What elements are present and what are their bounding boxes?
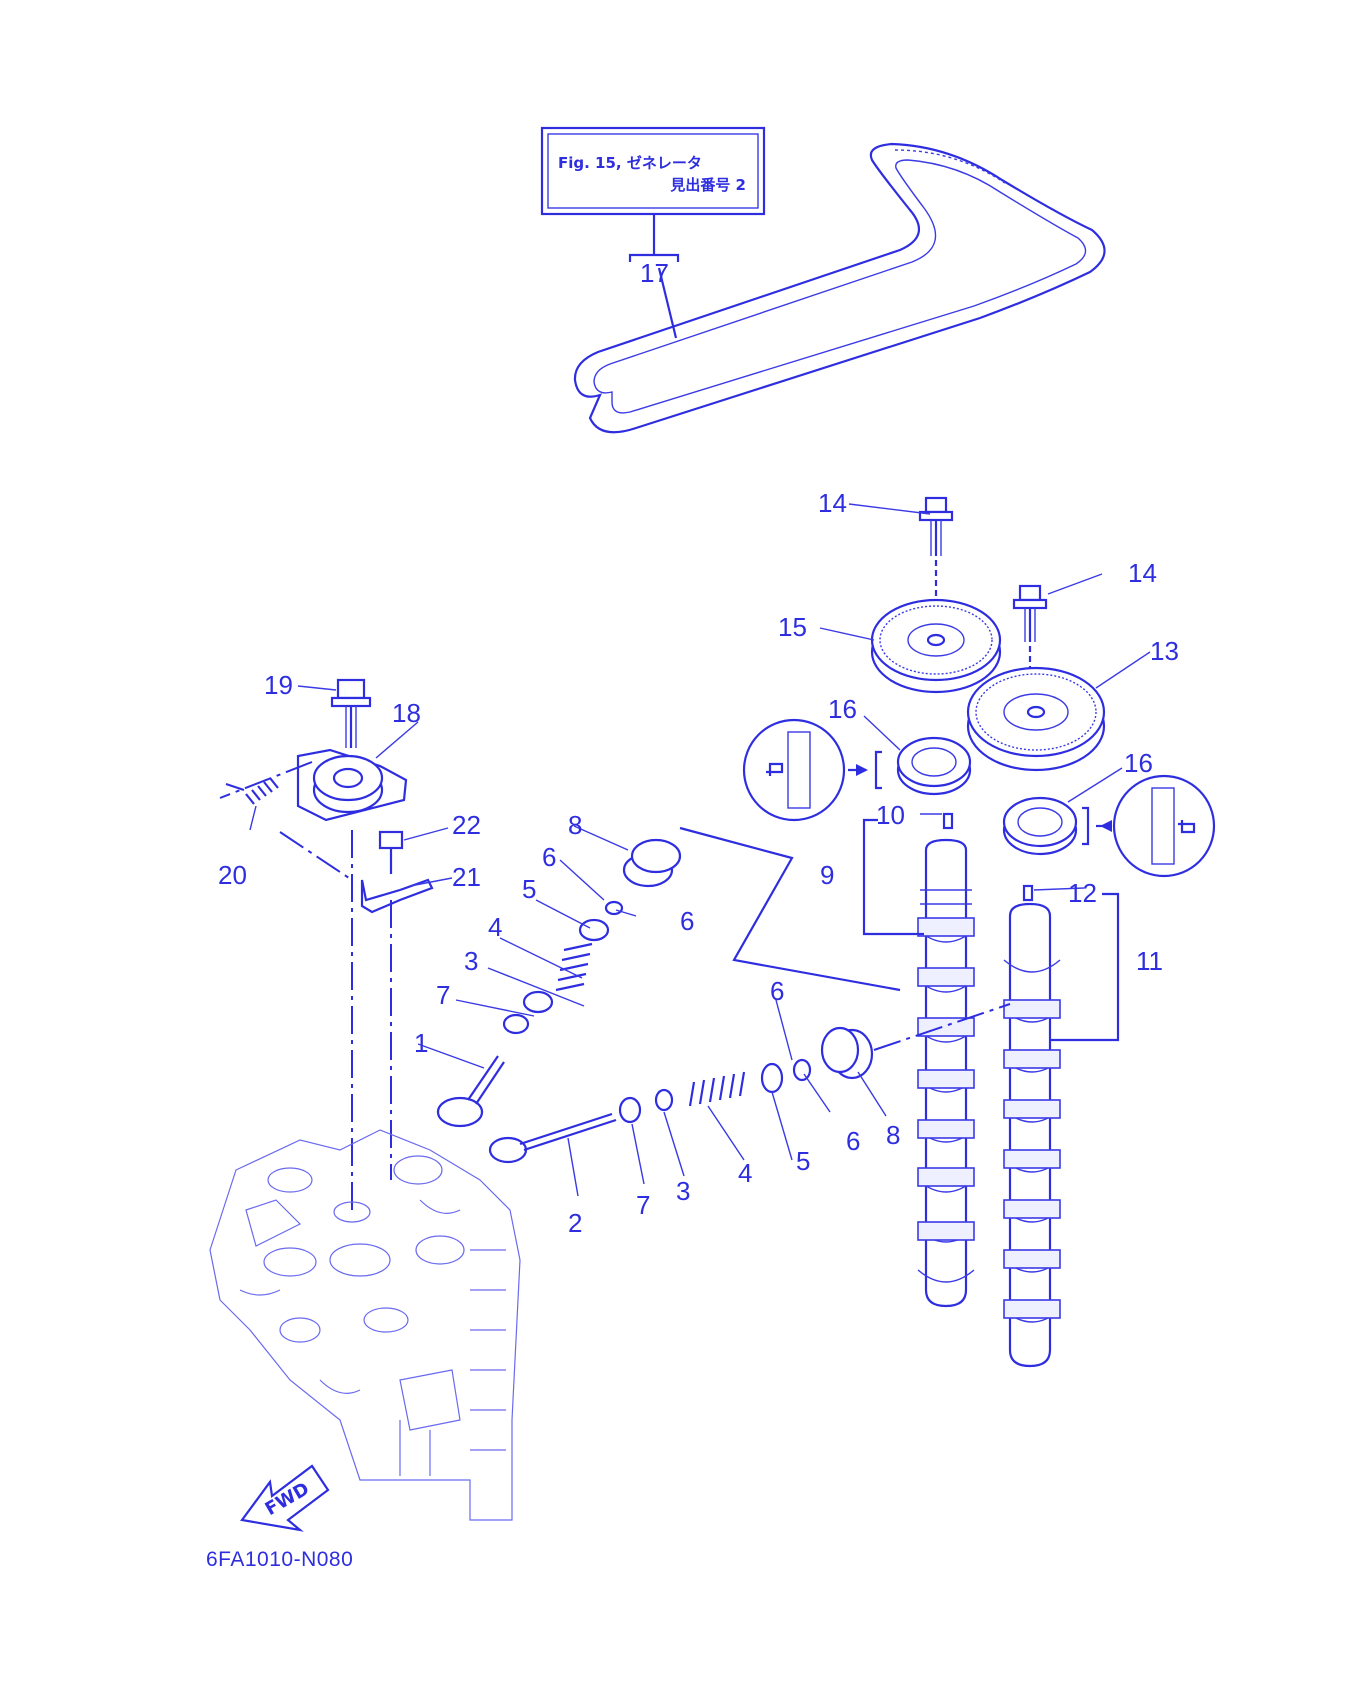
callout-10: 10 xyxy=(876,800,905,830)
callout-18: 18 xyxy=(392,698,421,728)
oil-seal-icon xyxy=(1002,796,1078,856)
callout-6: 6 xyxy=(680,906,694,936)
valve-icon xyxy=(436,1055,505,1128)
seal-detail-circle-right xyxy=(1082,774,1216,878)
fwd-arrow-icon: FWD xyxy=(240,1464,330,1532)
callout-19: 19 xyxy=(264,670,293,700)
tensioner-icon xyxy=(296,748,408,822)
valve-spring-icon xyxy=(688,1071,746,1107)
callout-4: 4 xyxy=(738,1158,752,1188)
valve-icon xyxy=(488,1112,617,1164)
reference-box: Fig. 15, ゼネレータ 見出番号 2 xyxy=(540,126,766,262)
callout-22: 22 xyxy=(452,810,481,840)
engine-block-icon xyxy=(209,1129,521,1521)
camshaft-icon xyxy=(917,812,975,1308)
tappet-icon xyxy=(820,1026,874,1080)
timing-belt-icon xyxy=(573,142,1106,434)
diagram-code: 6FA1010-N080 xyxy=(206,1548,353,1571)
callout-11: 11 xyxy=(1136,946,1163,976)
callout-3: 3 xyxy=(464,946,478,976)
callout-20: 20 xyxy=(218,860,247,890)
callout-8: 8 xyxy=(568,810,582,840)
bolt-icon xyxy=(378,830,404,874)
callout-2: 2 xyxy=(568,1208,582,1238)
callout-21: 21 xyxy=(452,862,481,892)
callout-5: 5 xyxy=(796,1146,810,1176)
reference-line-1: Fig. 15, ゼネレータ xyxy=(558,154,702,172)
bolt-icon xyxy=(918,496,954,556)
callout-6: 6 xyxy=(846,1126,860,1156)
callout-4: 4 xyxy=(488,912,502,942)
callout-labels: 1 2 3 3 4 4 5 5 6 6 6 6 7 7 8 8 9 10 11 … xyxy=(218,258,1179,1238)
callout-16: 16 xyxy=(1124,748,1153,778)
tension-spring-icon xyxy=(245,777,279,805)
callout-14: 14 xyxy=(1128,558,1157,588)
bolt-icon xyxy=(1012,584,1048,642)
camshaft-pulley-icon xyxy=(870,598,1002,694)
callout-9: 9 xyxy=(820,860,834,890)
callout-3: 3 xyxy=(676,1176,690,1206)
bolt-icon xyxy=(330,678,372,748)
callout-5: 5 xyxy=(522,874,536,904)
callout-8: 8 xyxy=(886,1120,900,1150)
seal-detail-circle-left xyxy=(742,718,882,822)
tappet-icon xyxy=(622,838,682,888)
callout-14: 14 xyxy=(818,488,847,518)
callout-6: 6 xyxy=(542,842,556,872)
callout-12: 12 xyxy=(1068,878,1097,908)
callout-6: 6 xyxy=(770,976,784,1006)
camshaft-pulley-icon xyxy=(966,666,1106,772)
callout-17: 17 xyxy=(640,258,669,288)
callout-7: 7 xyxy=(636,1190,650,1220)
callout-13: 13 xyxy=(1150,636,1179,666)
callout-7: 7 xyxy=(436,980,450,1010)
callout-16: 16 xyxy=(828,694,857,724)
valve-spring-icon xyxy=(555,942,593,992)
reference-line-2: 見出番号 2 xyxy=(669,176,746,194)
camshaft-icon xyxy=(1003,884,1061,1368)
bracket-icon xyxy=(360,878,434,914)
callout-1: 1 xyxy=(414,1028,428,1058)
callout-15: 15 xyxy=(778,612,807,642)
oil-seal-icon xyxy=(896,736,972,796)
